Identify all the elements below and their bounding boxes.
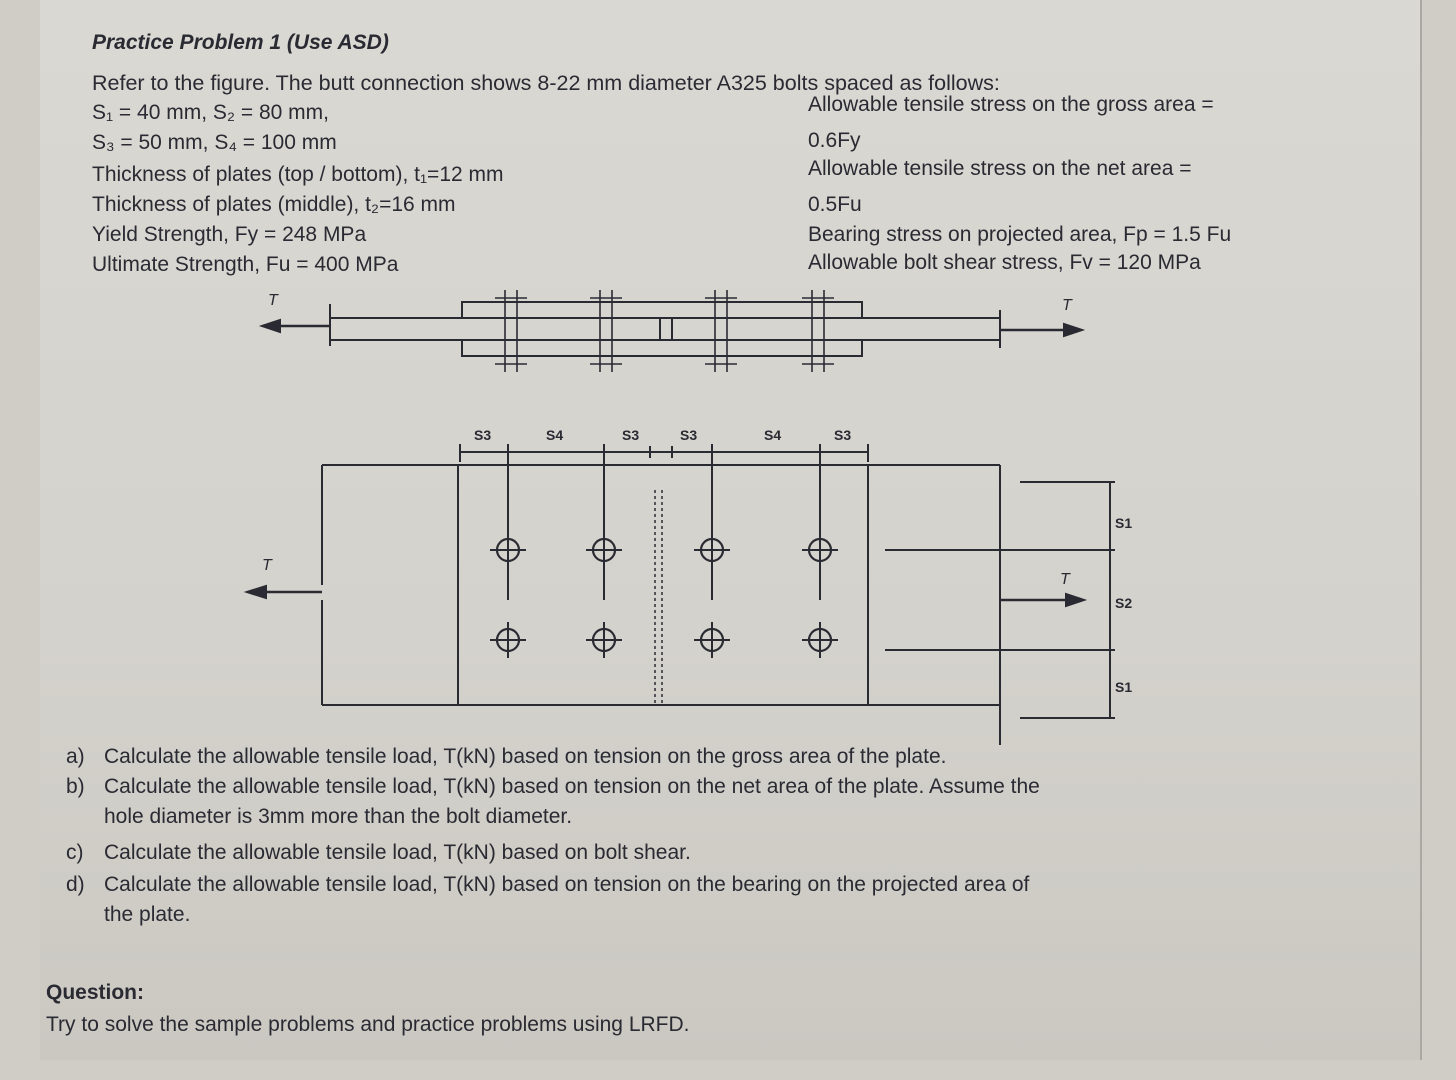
plan-load-label-right: T (1060, 571, 1071, 588)
given-yield-strength: Yield Strength, Fy = 248 MPa (92, 223, 367, 246)
bolt-hole (584, 620, 624, 660)
spacing-label-s3: S3 (834, 427, 851, 443)
bolt-hole (800, 620, 840, 660)
spacing-label-s3: S3 (622, 427, 639, 443)
question-text: Try to solve the sample problems and pra… (46, 1013, 690, 1036)
elevation-view (258, 290, 1086, 372)
plan-load-label-left: T (262, 557, 273, 574)
question-b-text: Calculate the allowable tensile load, T(… (104, 775, 1040, 798)
net-area-stress-value: 0.5Fu (808, 193, 862, 216)
bolt-hole (692, 620, 732, 660)
document-page (40, 0, 1422, 1060)
given-spacing-2: S₃ = 50 mm, S₄ = 100 mm (92, 131, 337, 154)
load-label-right: T (1062, 297, 1073, 314)
spacing-label-s4: S4 (546, 427, 563, 443)
bolt-hole (800, 530, 840, 570)
gross-area-stress-label: Allowable tensile stress on the gross ar… (808, 93, 1214, 116)
spacing-label-s4: S4 (764, 427, 781, 443)
plan-view (243, 444, 1115, 745)
given-thickness-middle: Thickness of plates (middle), t₂=16 mm (92, 193, 456, 216)
question-d-text-cont: the plate. (104, 903, 191, 926)
spacing-label-s3: S3 (474, 427, 491, 443)
bolt-hole (488, 620, 528, 660)
given-spacing-1: S₁ = 40 mm, S₂ = 80 mm, (92, 101, 329, 124)
bolt-hole (584, 530, 624, 570)
question-d-text: Calculate the allowable tensile load, T(… (104, 873, 1030, 896)
spacing-label-s2: S2 (1115, 595, 1132, 611)
spacing-label-s1: S1 (1115, 515, 1132, 531)
bolt-hole (692, 530, 732, 570)
bearing-stress: Bearing stress on projected area, Fp = 1… (808, 223, 1232, 246)
spacing-label-s3: S3 (680, 427, 697, 443)
gross-area-stress-value: 0.6Fy (808, 129, 861, 152)
question-b-marker: b) (66, 775, 85, 798)
question-c-marker: c) (66, 841, 84, 864)
given-thickness-top: Thickness of plates (top / bottom), t₁=1… (92, 163, 504, 186)
net-area-stress-label: Allowable tensile stress on the net area… (808, 157, 1192, 180)
question-a-marker: a) (66, 745, 85, 768)
problem-title: Practice Problem 1 (Use ASD) (92, 31, 389, 54)
question-b-text-cont: hole diameter is 3mm more than the bolt … (104, 805, 573, 828)
elevation-bolt (802, 290, 834, 372)
load-label-left: T (268, 292, 279, 309)
elevation-bolt (705, 290, 737, 372)
question-d-marker: d) (66, 873, 85, 896)
question-heading: Question: (46, 981, 144, 1004)
elevation-bolt (495, 290, 527, 372)
given-ultimate-strength: Ultimate Strength, Fu = 400 MPa (92, 253, 399, 276)
intro-text: Refer to the figure. The butt connection… (92, 71, 1000, 95)
spacing-label-s1: S1 (1115, 679, 1132, 695)
bolt-shear-stress: Allowable bolt shear stress, Fv = 120 MP… (808, 251, 1201, 274)
question-c-text: Calculate the allowable tensile load, T(… (104, 841, 691, 864)
bolt-hole (488, 530, 528, 570)
question-a-text: Calculate the allowable tensile load, T(… (104, 745, 947, 768)
elevation-bolt (590, 290, 622, 372)
